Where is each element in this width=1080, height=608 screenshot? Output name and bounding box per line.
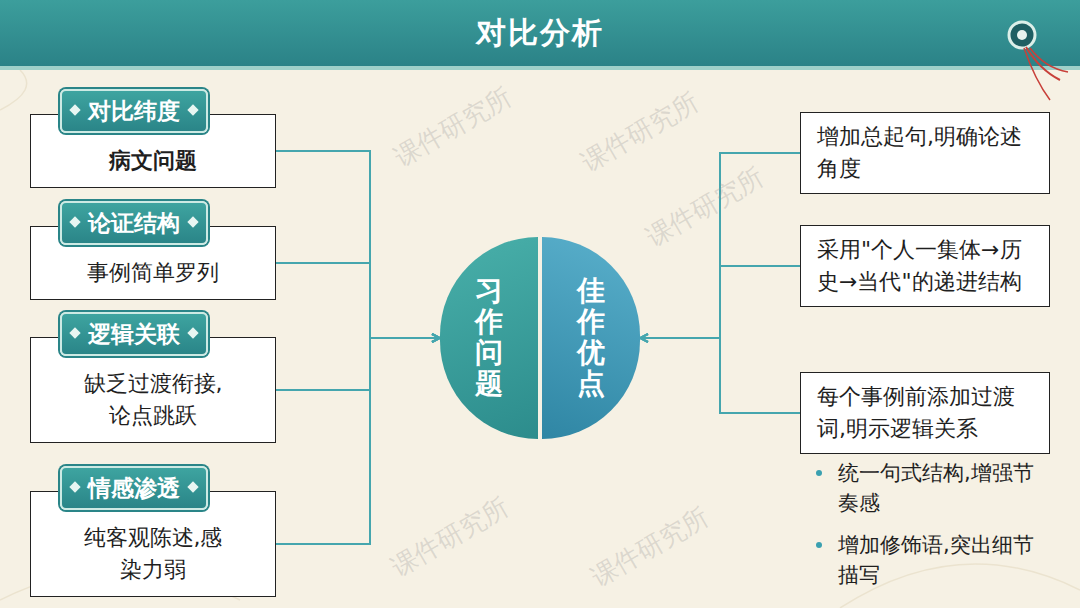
watermark: 课件研究所 [575, 85, 705, 180]
box-text: 病文问题 [109, 145, 197, 177]
watermark: 课件研究所 [585, 500, 715, 595]
problem-box: 论证结构事例简单罗列 [30, 226, 276, 300]
bullet-dot [816, 542, 822, 548]
merit-box: 采用"个人一集体→历史→当代"的递进结构 [800, 225, 1050, 307]
box-text: 增加总起句,明确论述角度 [817, 121, 1033, 185]
bullet-text: 增加修饰语,突出细节描写 [812, 530, 1052, 591]
merit-box: 增加总起句,明确论述角度 [800, 112, 1050, 194]
vertical-text: 佳作优点 [577, 276, 605, 399]
problem-box: 情感渗透纯客观陈述,感染力弱 [30, 491, 276, 597]
ornament [990, 10, 1070, 110]
bullet-text: 统一句式结构,增强节奏感 [812, 458, 1052, 519]
box-text: 每个事例前添加过渡词,明示逻辑关系 [817, 381, 1033, 445]
title-text: 对比分析 [0, 0, 1080, 66]
merit-box: 每个事例前添加过渡词,明示逻辑关系 [800, 372, 1050, 454]
connector [640, 338, 800, 413]
connector [640, 266, 800, 338]
tag-label: 论证结构 [60, 201, 208, 245]
box-text: 缺乏过渡衔接,论点跳跃 [73, 368, 234, 432]
vertical-text: 习作问题 [475, 276, 503, 399]
circle-half: 习作问题 [440, 237, 538, 439]
problem-box: 逻辑关联缺乏过渡衔接,论点跳跃 [30, 337, 276, 443]
bullet-dot [816, 470, 822, 476]
tag-label: 情感渗透 [60, 466, 208, 510]
tag-label: 逻辑关联 [60, 312, 208, 356]
watermark: 课件研究所 [640, 160, 770, 255]
connector [276, 338, 440, 544]
connector [276, 263, 440, 338]
watermark: 课件研究所 [385, 490, 515, 585]
circle-half: 佳作优点 [542, 237, 640, 439]
connector [640, 153, 800, 338]
tag-label: 对比纬度 [60, 89, 208, 133]
box-text: 纯客观陈述,感染力弱 [82, 522, 225, 586]
box-text: 事例简单罗列 [87, 257, 219, 289]
connector [276, 338, 440, 390]
watermark: 课件研究所 [388, 80, 518, 175]
problem-box: 对比纬度病文问题 [30, 114, 276, 188]
box-text: 采用"个人一集体→历史→当代"的递进结构 [817, 234, 1033, 298]
connector [276, 151, 440, 338]
